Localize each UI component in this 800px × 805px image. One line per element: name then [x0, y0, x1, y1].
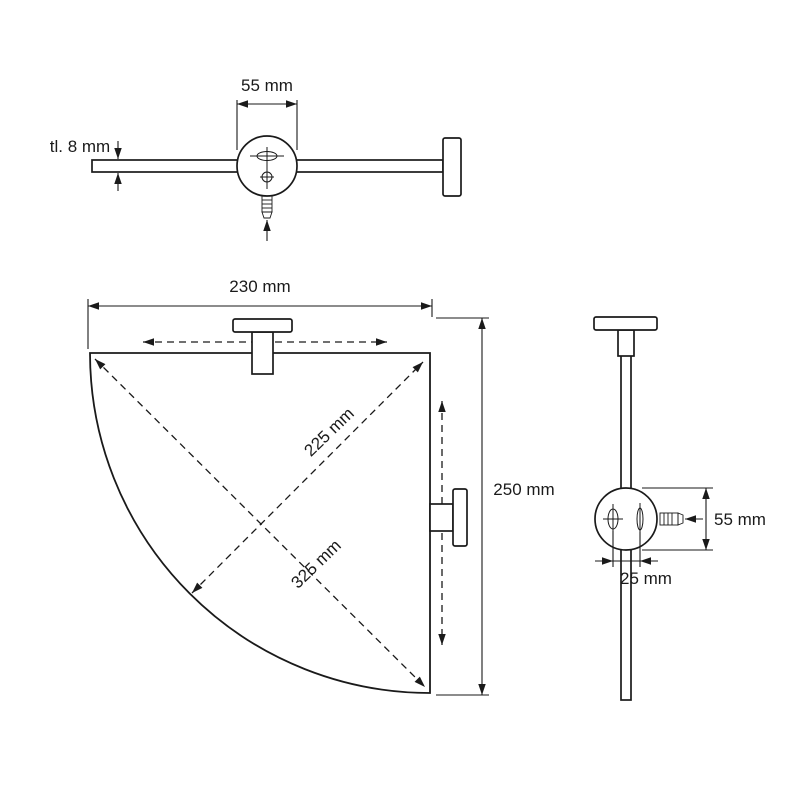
dimension-side-25: 25 mm — [595, 531, 672, 588]
dimension-230: 230 mm — [87, 277, 433, 349]
dimension-side-55: 55 mm — [642, 487, 766, 551]
plan-view: 230 mm 250 mm 225 mm 325 mm — [87, 277, 555, 696]
wall-bracket-plate-top-view — [442, 137, 462, 197]
top-view: 55 mm tl. 8 mm — [50, 76, 462, 241]
plan-width-label: 230 mm — [229, 277, 290, 296]
screw-side-view — [659, 512, 684, 526]
diagonal-depth-line — [191, 361, 424, 594]
side-bracket-width-label: 55 mm — [714, 510, 766, 529]
dimension-top-55: 55 mm — [236, 76, 298, 150]
mounting-bracket-circle-side — [594, 487, 658, 551]
top-width-label: 55 mm — [241, 76, 293, 95]
thickness-label: tl. 8 mm — [50, 137, 110, 156]
dimension-250: 250 mm — [436, 317, 555, 696]
mounting-slots-side — [603, 503, 644, 535]
top-bracket-side — [593, 316, 658, 357]
dimension-thickness: tl. 8 mm — [50, 137, 122, 191]
slot-spacing-label: 25 mm — [620, 569, 672, 588]
right-mounting-bracket — [429, 488, 468, 547]
mounting-slots-top — [250, 147, 284, 189]
plan-height-label: 250 mm — [493, 480, 554, 499]
screw-top-view — [261, 195, 273, 219]
top-mounting-bracket — [232, 318, 293, 375]
side-view: 55 mm 25 mm — [593, 316, 766, 701]
